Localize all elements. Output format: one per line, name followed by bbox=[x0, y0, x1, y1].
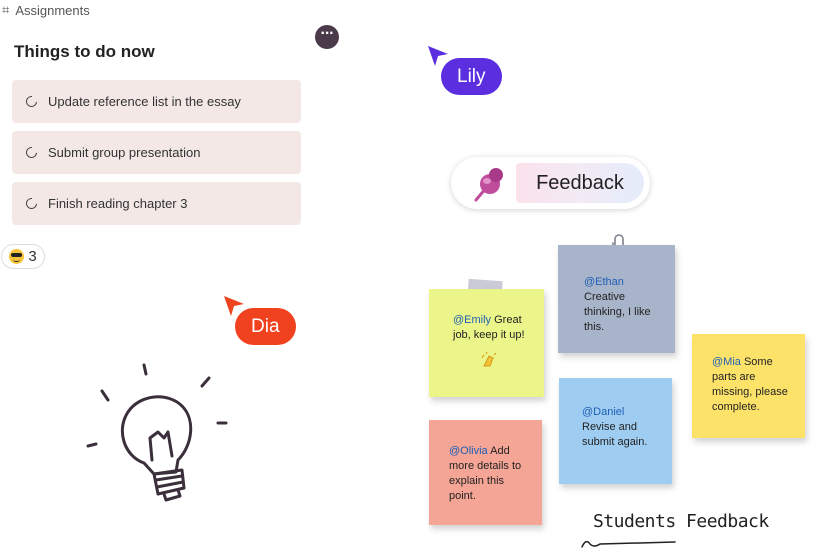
task-status-icon[interactable] bbox=[23, 93, 40, 110]
reaction-count: 3 bbox=[28, 248, 37, 265]
clapping-hands-icon bbox=[481, 352, 497, 367]
note-text: Some parts are missing, please complete. bbox=[712, 356, 788, 413]
dia-cursor-label: Dia bbox=[235, 308, 296, 345]
note-text: Add more details to explain this point. bbox=[449, 445, 522, 502]
mention-tag[interactable]: @Emily bbox=[453, 314, 492, 326]
note-text: Revise and submit again. bbox=[582, 421, 648, 448]
mention-tag[interactable]: @Olivia bbox=[449, 445, 488, 457]
students-feedback-label: Students Feedback bbox=[593, 511, 769, 532]
feedback-label: Feedback bbox=[516, 163, 644, 203]
mention-tag[interactable]: @Ethan bbox=[584, 276, 624, 288]
underline-scribble bbox=[581, 540, 676, 548]
channel-name: Assignments bbox=[15, 2, 90, 18]
reaction-button[interactable]: 3 bbox=[1, 244, 45, 269]
lily-cursor-icon bbox=[428, 46, 448, 66]
pushpin-icon bbox=[474, 168, 503, 202]
sunglasses-emoji-icon bbox=[9, 249, 25, 264]
ellipsis-icon: ··· bbox=[320, 25, 335, 42]
note-text: Great job, keep it up! bbox=[453, 314, 525, 341]
lightbulb-icon[interactable] bbox=[84, 360, 234, 505]
lily-cursor-label: Lily bbox=[441, 58, 502, 95]
todo-item[interactable]: Submit group presentation bbox=[12, 131, 301, 174]
task-status-icon[interactable] bbox=[23, 144, 40, 161]
mention-tag[interactable]: @Mia bbox=[712, 356, 741, 368]
feedback-section-header[interactable]: Feedback bbox=[451, 157, 650, 209]
dia-cursor-icon bbox=[224, 296, 244, 316]
mention-tag[interactable]: @Daniel bbox=[582, 406, 625, 418]
todo-item[interactable]: Update reference list in the essay bbox=[12, 80, 301, 123]
todo-item-label: Submit group presentation bbox=[48, 145, 201, 160]
sticky-note-ethan[interactable]: @Ethan Creative thinking, I like this. bbox=[558, 245, 675, 353]
sticky-note-mia[interactable]: @Mia Some parts are missing, please comp… bbox=[692, 334, 805, 438]
todo-item[interactable]: Finish reading chapter 3 bbox=[12, 182, 301, 225]
todo-item-label: Update reference list in the essay bbox=[48, 94, 241, 109]
more-options-button[interactable]: ··· bbox=[315, 25, 339, 49]
channel-header[interactable]: ⌗ Assignments bbox=[2, 2, 90, 18]
note-text: Creative thinking, I like this. bbox=[584, 291, 651, 333]
sticky-note-olivia[interactable]: @Olivia Add more details to explain this… bbox=[429, 420, 542, 525]
sticky-note-emily[interactable]: @Emily Great job, keep it up! bbox=[429, 289, 544, 397]
task-status-icon[interactable] bbox=[23, 195, 40, 212]
todo-title: Things to do now bbox=[14, 42, 155, 61]
sticky-note-daniel[interactable]: @Daniel Revise and submit again. bbox=[559, 378, 672, 484]
hash-icon: ⌗ bbox=[2, 2, 10, 17]
todo-item-label: Finish reading chapter 3 bbox=[48, 196, 188, 211]
